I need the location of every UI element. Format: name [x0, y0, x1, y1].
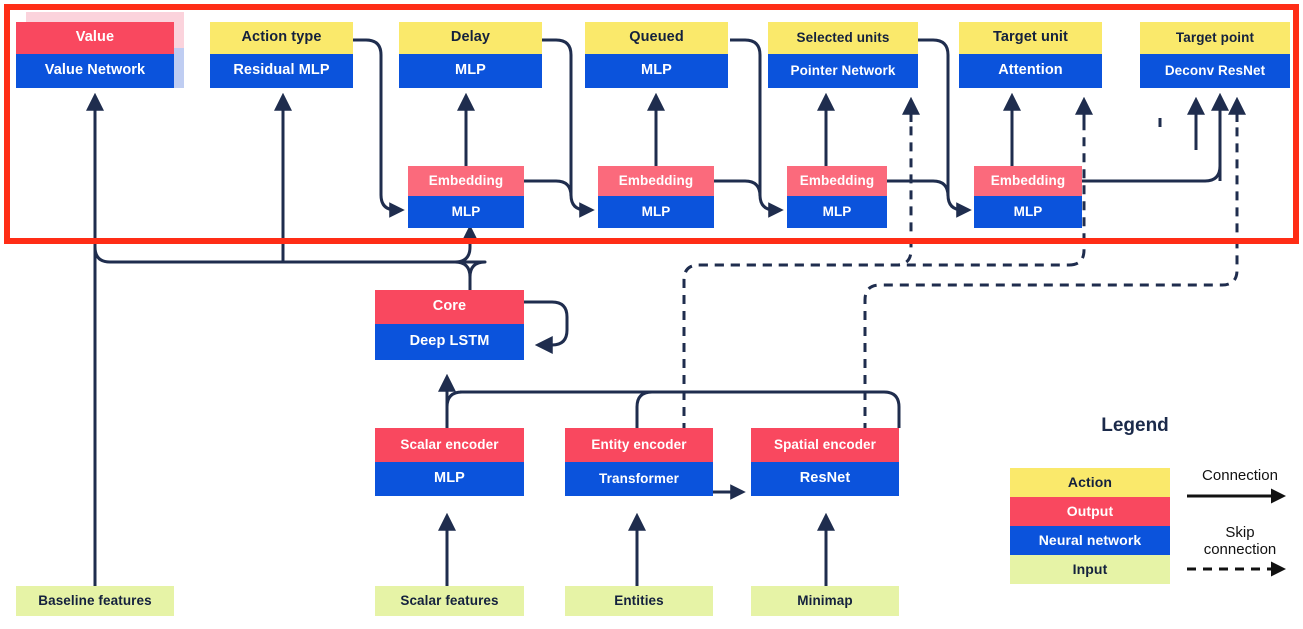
node-value-network-label: Value Network: [16, 54, 174, 88]
node-value[interactable]: Value Value Network: [16, 22, 174, 88]
node-value-action-label: Value: [16, 22, 174, 54]
node-embedding-3-network-label: MLP: [787, 196, 887, 228]
node-embedding-2-output-label: Embedding: [598, 166, 714, 196]
node-target-point-network-label: Deconv ResNet: [1140, 54, 1290, 88]
node-embedding-2[interactable]: Embedding MLP: [598, 166, 714, 228]
node-target-unit-network-label: Attention: [959, 54, 1102, 88]
legend-skip-label-line1: Skip: [1225, 523, 1255, 541]
legend-swatch-input: Input: [1010, 555, 1170, 584]
node-embedding-1[interactable]: Embedding MLP: [408, 166, 524, 228]
node-queued[interactable]: Queued MLP: [585, 22, 728, 88]
edge-core-top-riser: [454, 260, 472, 290]
edge-core-recurrent-loop: [524, 300, 569, 354]
node-minimap-label: Minimap: [751, 586, 899, 616]
node-entities-label: Entities: [565, 586, 713, 616]
legend-title: Legend: [1101, 415, 1169, 436]
node-queued-action-label: Queued: [585, 22, 728, 54]
legend-swatch-stack: Action Output Neural network Input: [1010, 468, 1170, 584]
node-delay[interactable]: Delay MLP: [399, 22, 542, 88]
node-scalar-encoder-output-label: Scalar encoder: [375, 428, 524, 462]
legend-skip-label-line2: connection: [1203, 540, 1277, 558]
node-spatial-encoder[interactable]: Spatial encoder ResNet: [751, 428, 899, 496]
node-baseline-features[interactable]: Baseline features: [16, 586, 174, 616]
edge-core-to-embedding1: [453, 224, 487, 290]
edge-entity-encoder-riser: [635, 390, 653, 428]
node-core[interactable]: Core Deep LSTM: [375, 290, 524, 360]
node-selected-units[interactable]: Selected units Pointer Network: [768, 22, 918, 88]
node-target-unit[interactable]: Target unit Attention: [959, 22, 1102, 88]
node-minimap[interactable]: Minimap: [751, 586, 899, 616]
edge-embedding1-right-tail: [524, 179, 573, 197]
edge-core-bus-to-value-column: [93, 244, 470, 264]
node-action-type[interactable]: Action type Residual MLP: [210, 22, 353, 88]
edge-selected-to-embedding4: [918, 38, 972, 218]
legend-arrow-group: Connection Skip connection: [1185, 467, 1295, 585]
node-selected-units-network-label: Pointer Network: [768, 54, 918, 88]
edge-embedding4-to-target-point: [1082, 92, 1229, 183]
node-selected-units-action-label: Selected units: [768, 22, 918, 54]
node-spatial-encoder-network-label: ResNet: [751, 462, 899, 496]
edge-actiontype-to-embedding1: [353, 38, 405, 218]
legend-swatch-neural-network: Neural network: [1010, 526, 1170, 555]
legend-skip-connection-arrow-icon: [1187, 561, 1286, 577]
edge-encoder-bus: [460, 390, 901, 428]
node-embedding-3-output-label: Embedding: [787, 166, 887, 196]
skip-entity-branch-to-target-unit-riser: [1068, 122, 1086, 267]
skip-spatial-encoder-riser: [863, 122, 1239, 432]
node-scalar-encoder-network-label: MLP: [375, 462, 524, 496]
node-action-type-action-label: Action type: [210, 22, 353, 54]
node-scalar-encoder[interactable]: Scalar encoder MLP: [375, 428, 524, 496]
node-scalar-features-label: Scalar features: [375, 586, 524, 616]
node-spatial-encoder-output-label: Spatial encoder: [751, 428, 899, 462]
legend-swatch-output: Output: [1010, 497, 1170, 526]
node-entities[interactable]: Entities: [565, 586, 713, 616]
edge-delay-to-embedding2: [542, 38, 595, 218]
node-delay-action-label: Delay: [399, 22, 542, 54]
node-target-point[interactable]: Target point Deconv ResNet: [1140, 22, 1290, 88]
node-embedding-2-network-label: MLP: [598, 196, 714, 228]
node-embedding-4[interactable]: Embedding MLP: [974, 166, 1082, 228]
node-delay-network-label: MLP: [399, 54, 542, 88]
node-action-type-network-label: Residual MLP: [210, 54, 353, 88]
node-embedding-3[interactable]: Embedding MLP: [787, 166, 887, 228]
node-embedding-4-network-label: MLP: [974, 196, 1082, 228]
node-core-network-label: Deep LSTM: [375, 324, 524, 360]
node-embedding-4-output-label: Embedding: [974, 166, 1082, 196]
legend: Legend Action Output Neural network Inpu…: [975, 415, 1295, 620]
legend-connection-label: Connection: [1202, 467, 1278, 484]
node-scalar-features[interactable]: Scalar features: [375, 586, 524, 616]
legend-swatch-action: Action: [1010, 468, 1170, 497]
node-embedding-1-output-label: Embedding: [408, 166, 524, 196]
node-target-unit-action-label: Target unit: [959, 22, 1102, 54]
edge-embedding2-right-tail: [713, 179, 762, 197]
node-queued-network-label: MLP: [585, 54, 728, 88]
node-baseline-features-label: Baseline features: [16, 586, 174, 616]
node-embedding-1-network-label: MLP: [408, 196, 524, 228]
node-entity-encoder-network-label: Transformer: [565, 462, 713, 496]
edge-bus-elbow-left: [445, 390, 463, 408]
edge-queued-to-embedding3: [730, 38, 784, 218]
edge-embedding3-right-tail: [886, 179, 950, 197]
legend-connection-arrow-icon: [1187, 488, 1286, 504]
node-core-output-label: Core: [375, 290, 524, 324]
node-entity-encoder-output-label: Entity encoder: [565, 428, 713, 462]
node-target-point-action-label: Target point: [1140, 22, 1290, 54]
skip-entity-to-target-unit: [682, 263, 1069, 432]
node-entity-encoder[interactable]: Entity encoder Transformer: [565, 428, 713, 496]
